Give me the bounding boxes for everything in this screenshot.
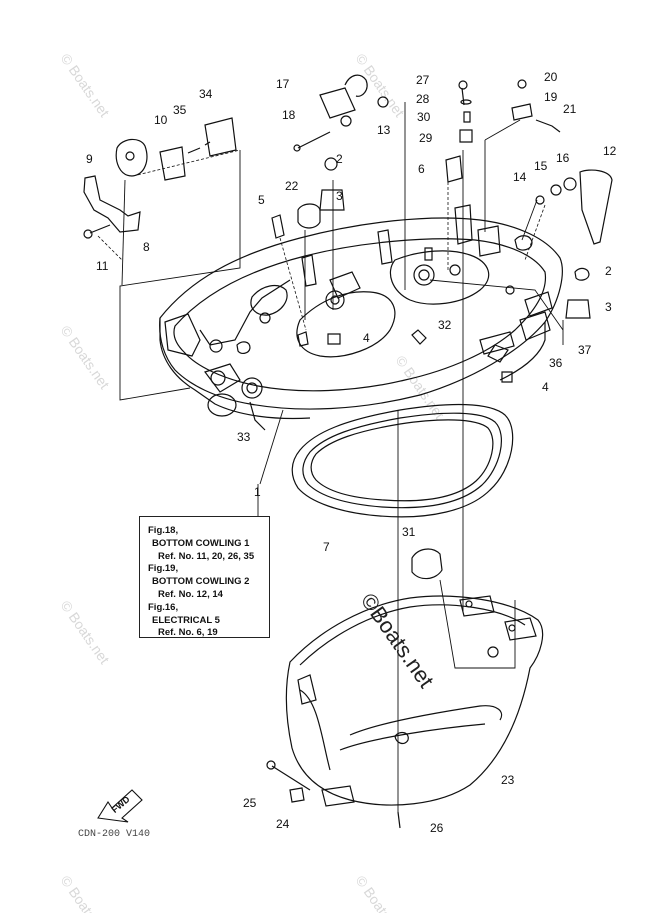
dashed-lines bbox=[97, 149, 546, 331]
watermark: © Boats.net bbox=[353, 873, 408, 913]
leader-lines bbox=[119, 102, 564, 812]
callout-label: 33 bbox=[237, 430, 251, 444]
callout-label: 34 bbox=[199, 87, 213, 101]
ref-fig16: Fig.16, bbox=[148, 601, 179, 613]
seal-ring-outline bbox=[291, 403, 514, 518]
callout-label: 18 bbox=[282, 108, 296, 122]
watermark: © Boats.net bbox=[393, 353, 448, 422]
callout-label: 10 bbox=[154, 113, 168, 127]
callout-label: 20 bbox=[544, 70, 558, 84]
ref-fig19: Fig.19, bbox=[148, 563, 179, 575]
callout-label: 4 bbox=[542, 380, 549, 394]
callout-label: 19 bbox=[544, 90, 558, 104]
fwd-arrow: FWD bbox=[97, 789, 143, 823]
callout-label: 2 bbox=[336, 152, 343, 166]
callout-label: 22 bbox=[285, 179, 299, 193]
ref-fig19-name: BOTTOM COWLING 2 bbox=[152, 576, 250, 588]
callout-label: 25 bbox=[243, 796, 257, 810]
bottom-cowling-outline bbox=[159, 217, 563, 410]
callout-label: 28 bbox=[416, 92, 430, 106]
ref-fig16-parts: Ref. No. 6, 19 bbox=[158, 627, 218, 639]
callout-label: 36 bbox=[549, 356, 563, 370]
callout-label: 31 bbox=[402, 525, 416, 539]
callout-label: 29 bbox=[419, 131, 433, 145]
watermark: © Boats.net bbox=[58, 323, 113, 392]
callout-labels: 1 2 2 3 3 4 4 5 6 7 8 9 10 11 12 13 14 1… bbox=[86, 70, 617, 835]
callout-label: 32 bbox=[438, 318, 452, 332]
callout-label: 3 bbox=[605, 300, 612, 314]
callout-label: 2 bbox=[605, 264, 612, 278]
callout-label: 30 bbox=[417, 110, 431, 124]
callout-label: 7 bbox=[323, 540, 330, 554]
callout-label: 8 bbox=[143, 240, 150, 254]
callout-label: 16 bbox=[556, 151, 570, 165]
callout-label: 14 bbox=[513, 170, 527, 184]
watermark: © Boats.net bbox=[58, 598, 113, 667]
callout-label: 4 bbox=[363, 331, 370, 345]
callout-label: 17 bbox=[276, 77, 290, 91]
reference-box: Fig.18, BOTTOM COWLING 1 Ref. No. 11, 20… bbox=[139, 516, 270, 638]
ref-fig18-name: BOTTOM COWLING 1 bbox=[152, 537, 250, 549]
callout-label: 5 bbox=[258, 193, 265, 207]
callout-label: 15 bbox=[534, 159, 548, 173]
linework bbox=[83, 74, 613, 829]
callout-label: 1 bbox=[254, 485, 261, 499]
callout-label: 37 bbox=[578, 343, 592, 357]
apron-outline bbox=[285, 595, 544, 806]
callout-label: 11 bbox=[96, 259, 109, 273]
watermark-large: ©Boats.net bbox=[356, 589, 439, 693]
callout-label: 9 bbox=[86, 152, 93, 166]
drawing-code: CDN-200 V140 bbox=[78, 829, 150, 840]
watermark-group: © Boats.net © Boats.net © Boats.net © Bo… bbox=[58, 51, 448, 913]
callout-label: 13 bbox=[377, 123, 391, 137]
callout-label: 23 bbox=[501, 773, 515, 787]
callout-label: 6 bbox=[418, 162, 425, 176]
callout-label: 21 bbox=[563, 102, 577, 116]
callout-label: 26 bbox=[430, 821, 444, 835]
watermark: © Boats.net bbox=[353, 51, 408, 120]
callout-label: 27 bbox=[416, 73, 430, 87]
ref-fig18: Fig.18, bbox=[148, 525, 179, 536]
callout-label: 3 bbox=[336, 189, 343, 203]
ref-fig19-parts: Ref. No. 12, 14 bbox=[158, 588, 223, 600]
callout-label: 12 bbox=[603, 144, 617, 158]
ref-fig18-parts: Ref. No. 11, 20, 26, 35 bbox=[158, 550, 255, 562]
callout-label: 24 bbox=[276, 817, 290, 831]
watermark: © Boats.net bbox=[58, 51, 113, 120]
ref-fig16-name: ELECTRICAL 5 bbox=[152, 614, 220, 626]
watermark: © Boats.net bbox=[58, 873, 113, 913]
callout-label: 35 bbox=[173, 103, 187, 117]
